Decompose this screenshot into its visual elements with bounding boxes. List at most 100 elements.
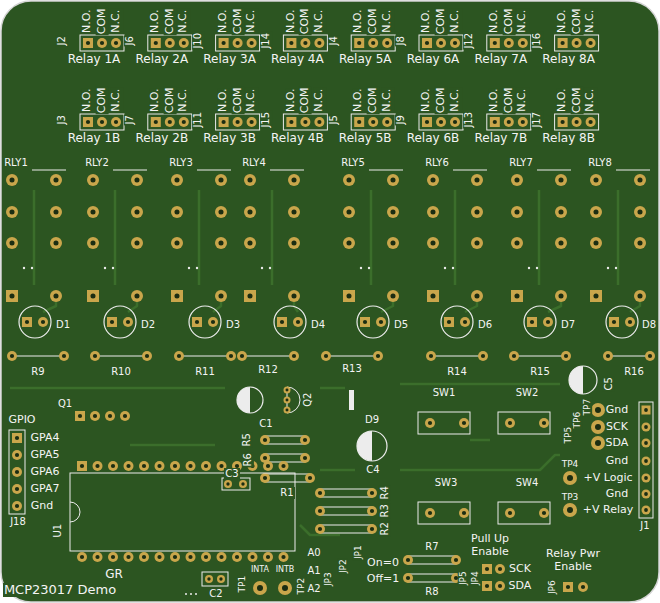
round-pad	[471, 206, 483, 218]
square-pad	[511, 290, 523, 302]
round-pad	[572, 38, 582, 48]
drill-hole	[177, 354, 181, 358]
round-pad	[555, 206, 567, 218]
drill-hole	[235, 555, 239, 559]
silkscreen-label: N.C.	[449, 9, 462, 34]
silkscreen-label: Relay 1B	[67, 132, 122, 146]
silkscreen-label: R3	[379, 503, 391, 518]
drill-hole	[41, 320, 45, 324]
round-pad	[170, 461, 180, 471]
silkscreen-label: N.C.	[516, 9, 529, 34]
round-pad	[555, 237, 567, 249]
drill-hole	[648, 354, 652, 358]
silkscreen-label: JP1	[353, 544, 363, 560]
round-pad	[165, 117, 175, 127]
resistor-body	[431, 356, 483, 357]
drill-hole	[114, 41, 118, 45]
silkscreen-label: N.C.	[584, 88, 597, 113]
silkscreen-label: D7	[560, 319, 576, 331]
round-pad	[93, 461, 103, 471]
copper-trace	[271, 190, 274, 285]
drill-hole	[644, 459, 648, 463]
drill-hole	[280, 320, 284, 324]
drill-hole	[589, 41, 593, 45]
round-pad	[555, 174, 567, 186]
silkscreen-label: SDA	[605, 437, 630, 450]
silkscreen-label: COM	[96, 86, 109, 114]
silkscreen-label: N.C.	[313, 88, 326, 113]
square-pad	[107, 317, 117, 327]
drill-hole	[263, 438, 267, 442]
silkscreen-label: JP4	[470, 570, 480, 586]
round-pad	[208, 317, 218, 327]
silkscreen-label: N.O.	[149, 87, 162, 112]
silkscreen-label: +V Logic	[583, 472, 634, 485]
silk-dot	[536, 267, 538, 269]
round-pad	[471, 290, 483, 302]
drill-hole	[606, 354, 610, 358]
drill-hole	[236, 120, 240, 124]
silkscreen-label: N.O.	[556, 8, 569, 33]
drill-hole	[157, 464, 161, 468]
round-pad	[634, 290, 646, 302]
silkscreen-label: Relay 1A	[67, 53, 122, 67]
silkscreen-label: R8	[424, 586, 439, 598]
round-pad	[12, 484, 22, 494]
drill-hole	[15, 436, 19, 440]
drill-hole	[637, 209, 642, 214]
drill-hole	[114, 120, 118, 124]
round-pad	[518, 117, 528, 127]
drill-hole	[318, 509, 322, 513]
drill-hole	[425, 41, 429, 45]
round-pad	[179, 38, 189, 48]
test-point	[591, 420, 605, 434]
silkscreen-label: N.C.	[381, 88, 394, 113]
round-pad	[7, 351, 17, 361]
drill-hole	[463, 320, 467, 324]
silkscreen-label: R10	[110, 366, 132, 378]
round-pad	[300, 38, 310, 48]
silkscreen-label: COM	[163, 7, 176, 35]
round-pad	[343, 206, 355, 218]
silkscreen-label: J16	[531, 32, 543, 50]
round-pad	[403, 555, 413, 565]
drill-hole	[514, 177, 519, 182]
round-pad	[509, 351, 519, 361]
diode-body	[349, 390, 354, 410]
drill-hole	[390, 177, 395, 182]
round-pad	[90, 411, 100, 421]
round-pad	[382, 117, 392, 127]
drill-hole	[474, 240, 479, 245]
drill-hole	[303, 456, 307, 460]
silkscreen-label: D9	[364, 414, 380, 426]
drill-hole	[142, 464, 146, 468]
round-pad	[367, 488, 377, 498]
drill-hole	[157, 555, 161, 559]
round-pad	[155, 552, 165, 562]
silkscreen-label: R11	[194, 366, 216, 378]
round-pad	[426, 351, 436, 361]
round-pad	[504, 117, 514, 127]
round-pad	[179, 117, 189, 127]
drill-hole	[346, 177, 351, 182]
drill-hole	[498, 567, 502, 571]
header-outline	[148, 114, 192, 130]
round-pad	[186, 461, 196, 471]
drill-hole	[291, 240, 296, 245]
round-pad	[233, 117, 243, 127]
drill-hole	[371, 120, 375, 124]
round-pad	[427, 237, 439, 249]
drill-hole	[78, 414, 82, 418]
round-pad	[263, 552, 273, 562]
drill-hole	[173, 464, 177, 468]
drill-hole	[292, 354, 296, 358]
drill-hole	[493, 120, 497, 124]
round-pad	[478, 351, 488, 361]
drill-hole	[182, 120, 186, 124]
drill-hole	[581, 585, 585, 589]
relay-outline-tick	[453, 170, 487, 171]
drill-hole	[250, 555, 254, 559]
round-pad	[642, 506, 651, 515]
round-pad	[279, 461, 289, 471]
round-pad	[539, 508, 549, 518]
